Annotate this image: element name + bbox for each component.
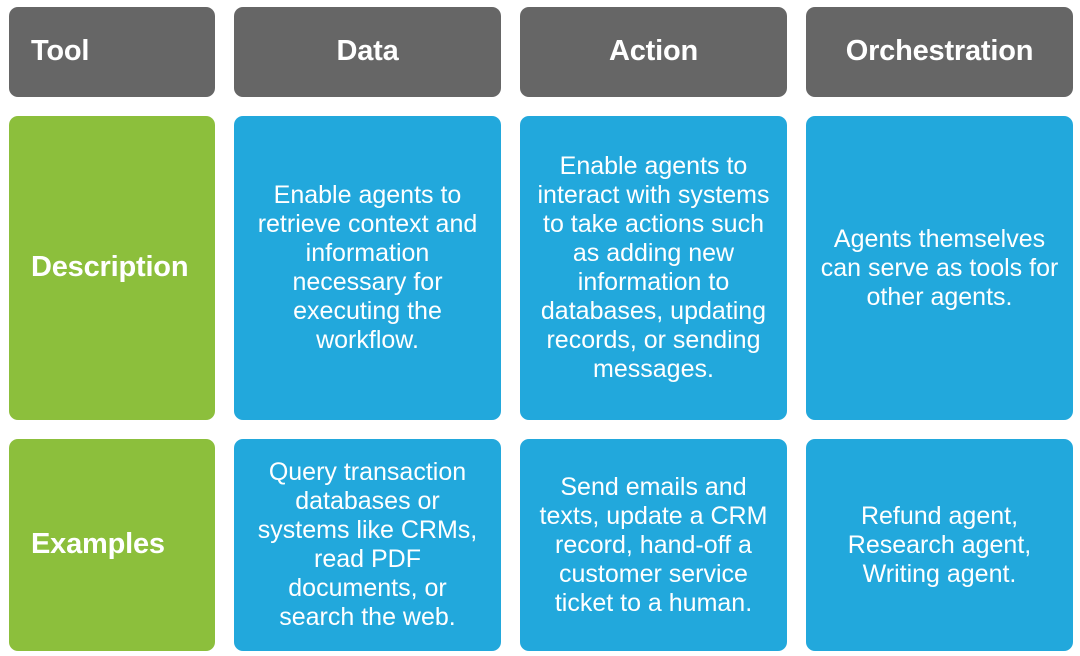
cell-examples-orchestration: Refund agent, Research agent, Writing ag… bbox=[806, 439, 1073, 651]
cell-text-examples-action: Send emails and texts, update a CRM reco… bbox=[539, 472, 768, 617]
header-label-orchestration: Orchestration bbox=[845, 35, 1034, 68]
cell-text-examples-orchestration: Refund agent, Research agent, Writing ag… bbox=[847, 501, 1032, 588]
header-label-tool: Tool bbox=[31, 35, 90, 68]
header-cell-orchestration: Orchestration bbox=[806, 7, 1073, 97]
cell-text-description-action: Enable agents to interact with systems t… bbox=[537, 152, 770, 383]
cell-text-description-orchestration: Agents themselves can serve as tools for… bbox=[820, 224, 1059, 311]
cell-description-data: Enable agents to retrieve context and in… bbox=[234, 116, 501, 420]
cell-examples-action: Send emails and texts, update a CRM reco… bbox=[520, 439, 787, 651]
header-label-data: Data bbox=[336, 35, 399, 68]
header-cell-tool: Tool bbox=[9, 7, 215, 97]
cell-text-examples-data: Query transaction databases or systems l… bbox=[257, 458, 478, 631]
header-label-action: Action bbox=[608, 35, 698, 68]
header-cell-action: Action bbox=[520, 7, 787, 97]
cell-description-action: Enable agents to interact with systems t… bbox=[520, 116, 787, 420]
cell-description-orchestration: Agents themselves can serve as tools for… bbox=[806, 116, 1073, 420]
row-label-text-description: Description bbox=[31, 251, 189, 284]
row-label-text-examples: Examples bbox=[31, 528, 165, 561]
cell-text-description-data: Enable agents to retrieve context and in… bbox=[257, 181, 478, 354]
row-label-description: Description bbox=[9, 116, 215, 420]
header-cell-data: Data bbox=[234, 7, 501, 97]
cell-examples-data: Query transaction databases or systems l… bbox=[234, 439, 501, 651]
row-label-examples: Examples bbox=[9, 439, 215, 651]
